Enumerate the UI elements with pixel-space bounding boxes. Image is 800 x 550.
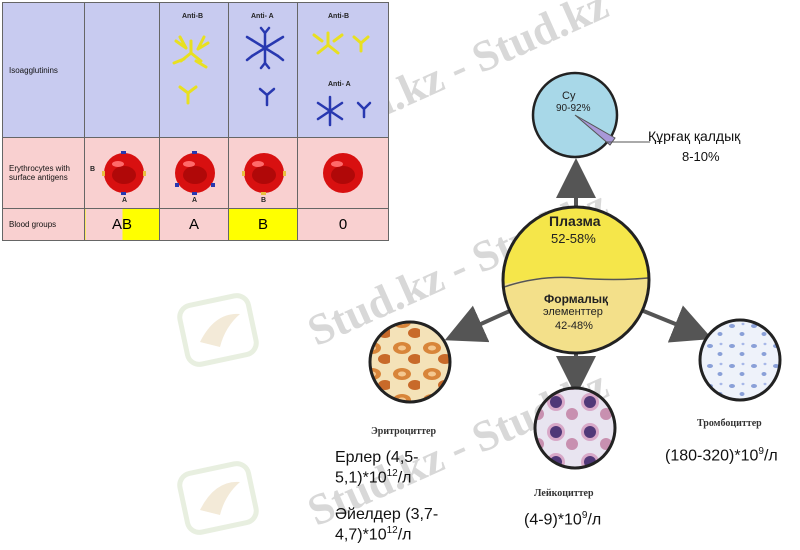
blood-group-table: Isoagglutinins Anti-B Anti- A: [2, 2, 389, 241]
leuko-count-unit: /л: [587, 511, 602, 529]
erythrocytes-label: Erythrocytes with surface antigens: [2, 137, 85, 209]
erythrocyte-a: [175, 151, 215, 195]
men-count-line1: Ерлер (4,5-: [335, 449, 419, 466]
antigen-mark-ab-a: A: [122, 197, 128, 204]
men-count-line2: 5,1)*10: [335, 469, 387, 487]
plasma-label: Плазма: [549, 213, 601, 229]
water-pct: 90-92%: [556, 103, 591, 114]
antigen-mark-a: A: [192, 197, 198, 204]
women-count-unit: /л: [397, 526, 412, 544]
dry-pct: 8-10%: [682, 149, 720, 164]
erythrocyte-0: [323, 153, 363, 193]
men-count: Ерлер (4,5- 5,1)*1012/л: [335, 448, 419, 488]
blood-groups-label: Blood groups: [2, 208, 85, 241]
women-count-line1: Әйелдер (3,7-: [335, 506, 439, 523]
thrombo-count-exp: 9: [758, 446, 764, 457]
leuko-count-exp: 9: [581, 510, 588, 521]
thrombo-count: (180-320)*109/л: [665, 446, 778, 466]
group-ab-text: AB: [111, 216, 132, 233]
anti-b-label: Anti-B: [182, 13, 203, 20]
thrombo-count-unit: /л: [763, 447, 778, 465]
watermark-logo-2: [177, 461, 259, 535]
leukocytes-circle: [533, 386, 617, 470]
thrombo-count-base: (180-320)*10: [665, 447, 759, 465]
antigen-mark-ab-b: B: [90, 166, 96, 173]
water-circle: [531, 71, 650, 159]
iso-cell-ab: [84, 2, 160, 138]
leuko-count-base: (4-9)*10: [524, 511, 582, 529]
group-a: A: [159, 208, 229, 241]
group-ab: AB: [84, 208, 160, 241]
erythro-label: Эритроциттер: [371, 426, 437, 437]
iso-cell-b: Anti- A: [228, 2, 298, 138]
erythrocyte-ab: [102, 151, 146, 195]
women-count-exp: 12: [386, 525, 398, 536]
anti-a-antibodies: [245, 26, 285, 107]
anti-a-label: Anti- A: [251, 13, 274, 20]
water-label: Су: [562, 90, 576, 102]
women-count: Әйелдер (3,7- 4,7)*1012/л: [335, 505, 438, 545]
erythrocyte-b: [242, 153, 286, 195]
watermark-logo-1: [177, 293, 259, 367]
formed-label-2: элементтер: [543, 306, 603, 318]
leuko-label: Лейкоциттер: [534, 488, 594, 499]
anti-b-label-0: Anti-B: [328, 13, 349, 20]
erythro-cell-b: B: [228, 137, 298, 209]
dry-label: Құрғақ қалдық: [648, 128, 741, 144]
iso-cell-0: Anti-B Anti- A: [297, 2, 389, 138]
anti-a-antibodies-0: [316, 95, 372, 127]
women-count-line2: 4,7)*10: [335, 526, 387, 544]
thrombocytes-circle: [698, 318, 782, 402]
erythrocytes-row: Erythrocytes with surface antigens B A: [2, 137, 389, 209]
men-count-exp: 12: [386, 468, 398, 479]
formed-label-1: Формалық: [544, 292, 609, 306]
plasma-pct: 52-58%: [551, 231, 596, 246]
erythro-cell-0: [297, 137, 389, 209]
formed-pct: 42-48%: [555, 320, 593, 332]
leuko-count: (4-9)*109/л: [524, 510, 601, 530]
anti-a-label-0: Anti- A: [328, 81, 351, 88]
group-a-text: A: [188, 216, 199, 233]
erythro-cell-a: A: [159, 137, 229, 209]
group-b-text: B: [257, 216, 268, 233]
group-b: B: [228, 208, 298, 241]
anti-b-antibodies: [172, 35, 210, 105]
blood-groups-row: Blood groups AB A B 0: [2, 208, 389, 241]
group-0: 0: [297, 208, 389, 241]
iso-cell-a: Anti-B: [159, 2, 229, 138]
thrombo-label: Тромбоциттер: [697, 418, 762, 429]
men-count-unit: /л: [397, 469, 412, 487]
erythrocytes-circle: [368, 320, 452, 404]
isoagglutinins-row: Isoagglutinins Anti-B Anti- A: [2, 2, 389, 138]
anti-b-antibodies-0: [312, 31, 370, 55]
isoagglutinins-label: Isoagglutinins: [2, 2, 85, 138]
antigen-mark-b: B: [261, 197, 267, 204]
group-0-text: 0: [338, 216, 348, 233]
